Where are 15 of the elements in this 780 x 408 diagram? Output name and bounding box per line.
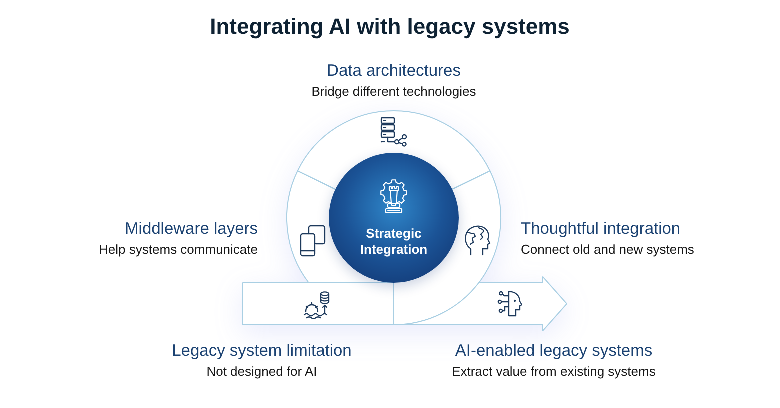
base-bar	[242, 282, 394, 326]
section-heading: Thoughtful integration	[521, 219, 681, 239]
section-description: Connect old and new systems	[521, 242, 694, 258]
section-description: Bridge different technologies	[312, 84, 476, 100]
section-description: Extract value from existing systems	[452, 364, 656, 380]
section-heading: Middleware layers	[125, 219, 258, 239]
section-description: Not designed for AI	[206, 364, 318, 380]
hub-label: Strategic Integration	[359, 226, 429, 258]
section-description: Help systems communicate	[99, 242, 258, 258]
section-heading: AI-enabled legacy systems	[455, 341, 653, 361]
ring-segment	[286, 170, 336, 284]
diagram-title: Integrating AI with legacy systems	[210, 13, 570, 41]
section-heading: Legacy system limitation	[172, 341, 352, 361]
section-heading: Data architectures	[327, 61, 461, 81]
arrow-shape	[394, 276, 568, 332]
